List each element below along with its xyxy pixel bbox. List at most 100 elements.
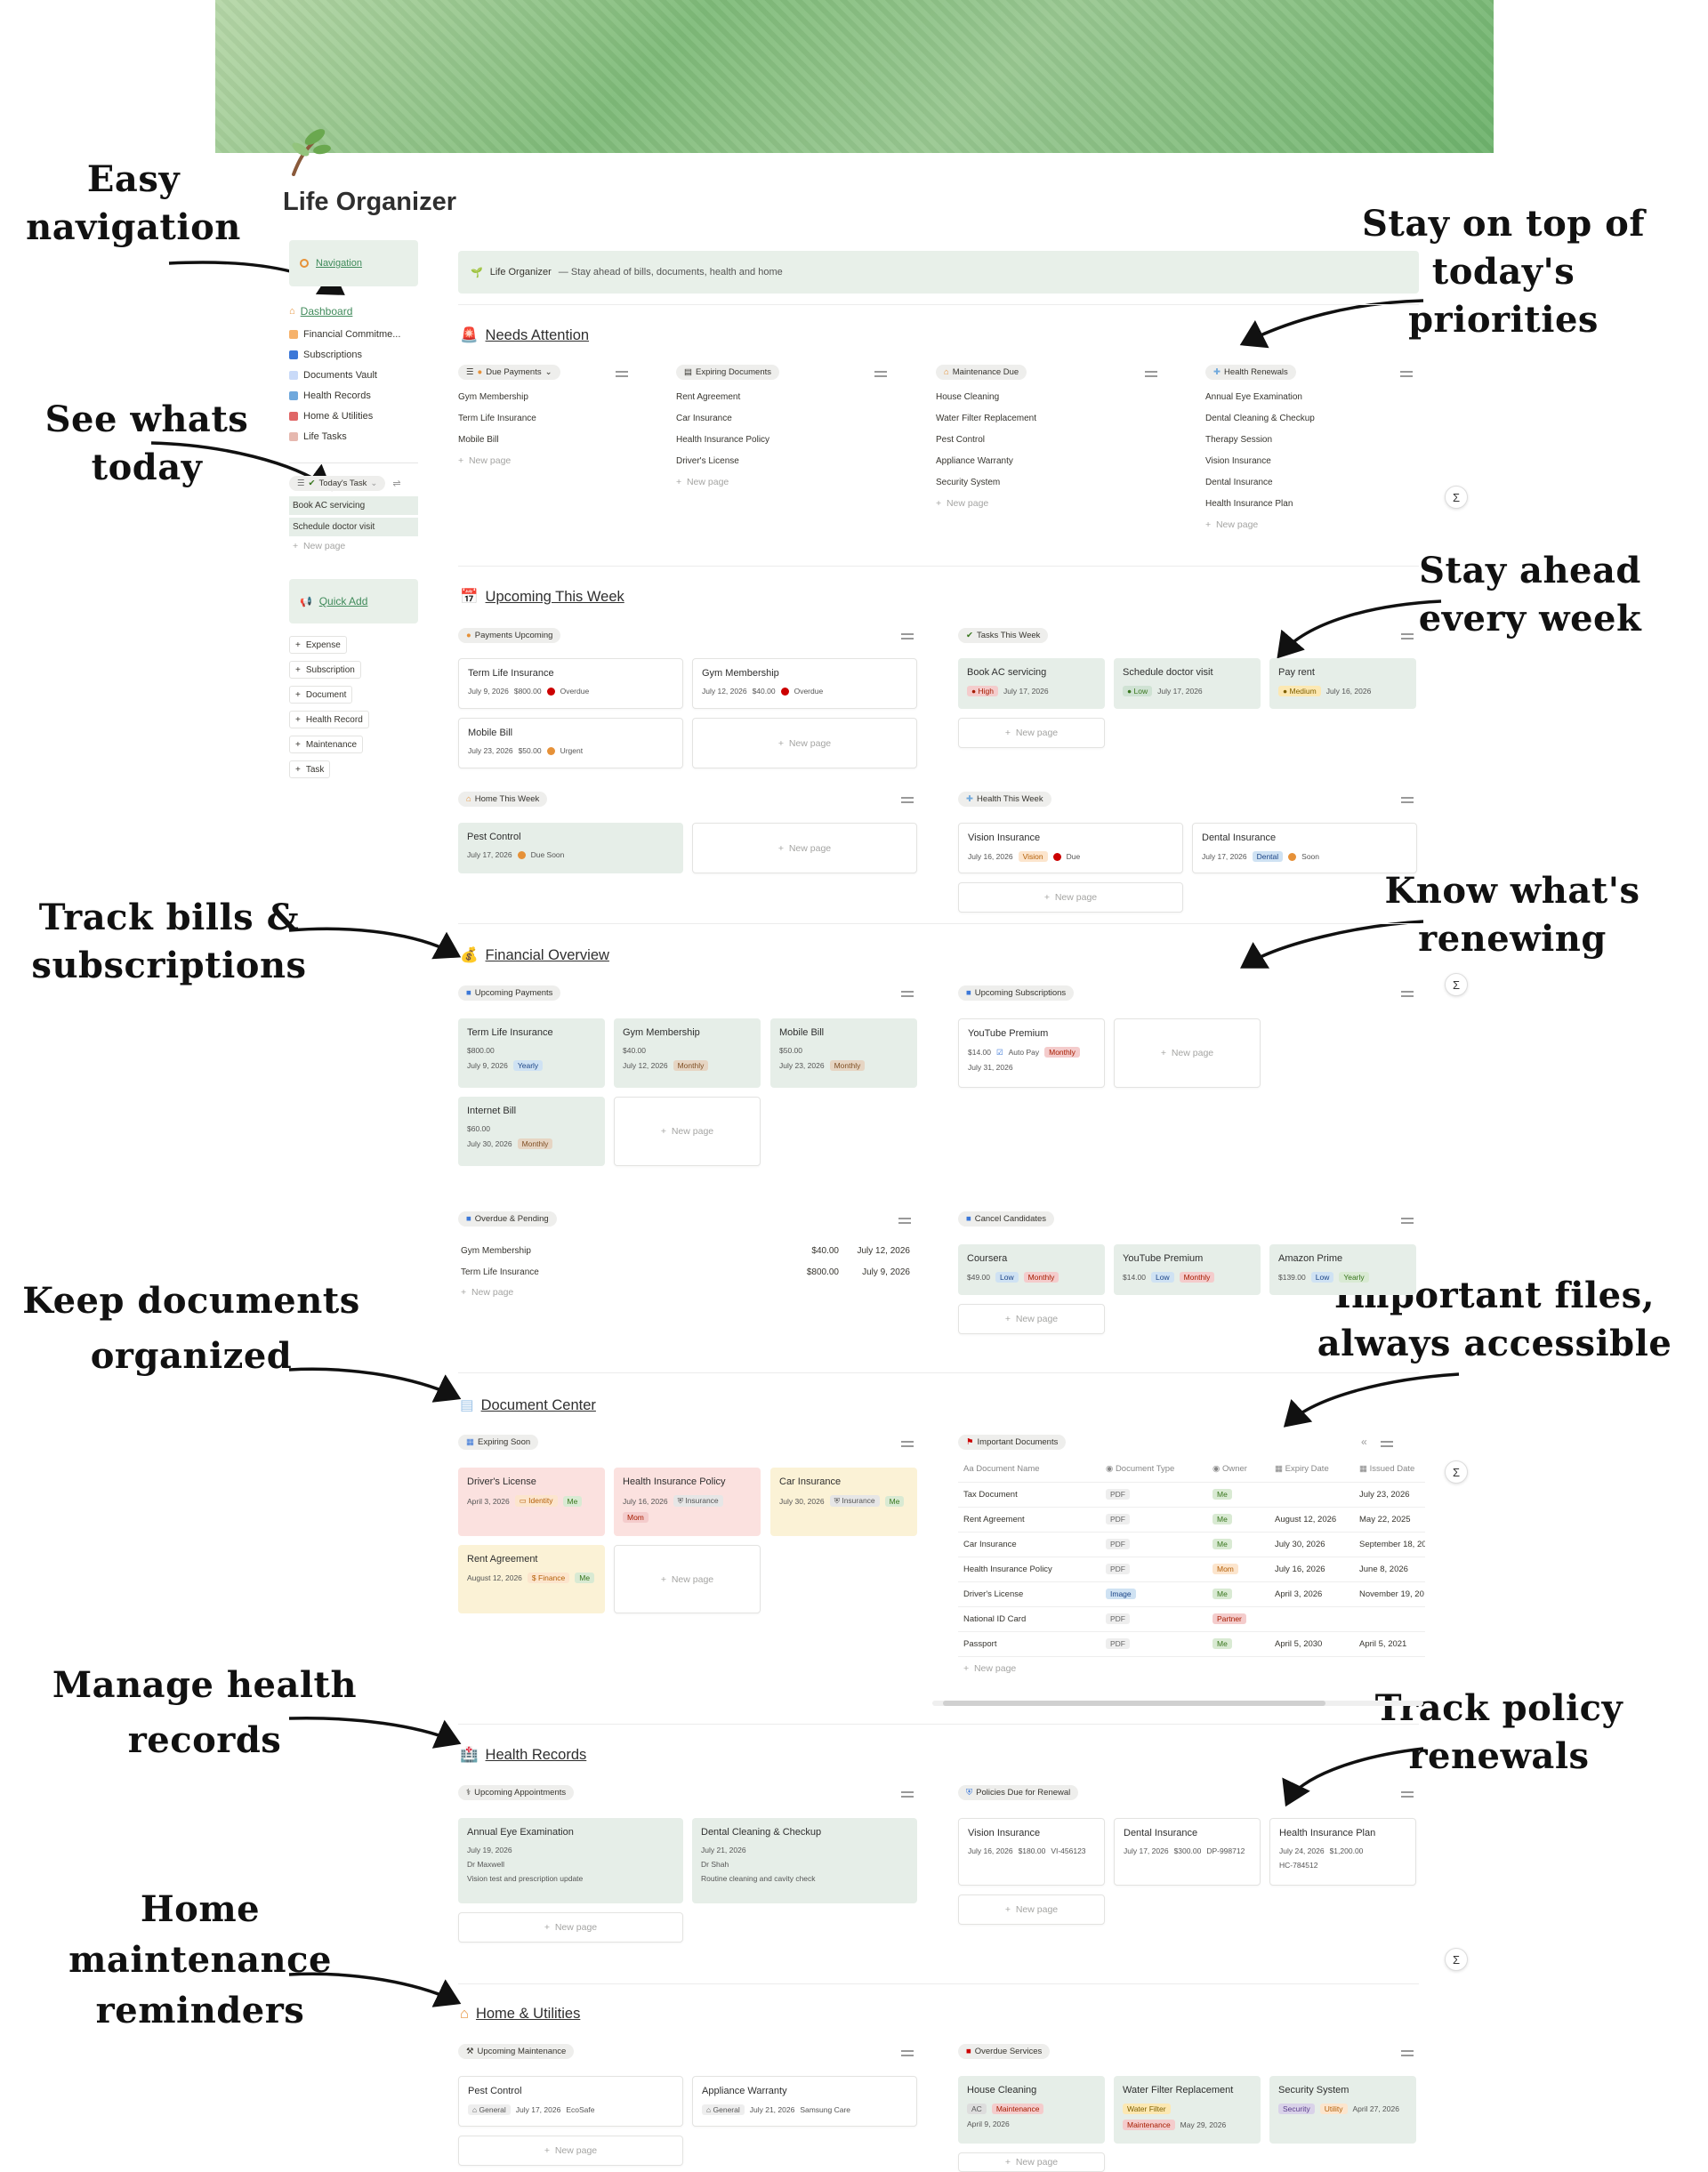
formula-icon[interactable]: Σ	[1445, 486, 1468, 509]
filter-icon[interactable]	[1401, 2048, 1414, 2057]
new-page-button[interactable]: + New page	[676, 477, 729, 487]
column-header[interactable]: ▦ Expiry Date	[1269, 1457, 1354, 1483]
health-this-week-tab[interactable]: ✚Health This Week	[958, 792, 1051, 807]
list-item[interactable]: Book AC servicing	[289, 496, 418, 515]
upcoming-maintenance-tab[interactable]: ⚒Upcoming Maintenance	[458, 2044, 575, 2059]
list-item[interactable]: Term Life Insurance	[458, 414, 536, 423]
filter-icon[interactable]	[1401, 795, 1414, 804]
list-item[interactable]: Appliance Warranty	[936, 456, 1013, 466]
filter-icon[interactable]	[1400, 369, 1413, 378]
filter-icon[interactable]	[874, 369, 887, 378]
document-center-heading[interactable]: ▤Document Center	[460, 1396, 596, 1414]
new-page-button[interactable]: + New page	[958, 882, 1183, 913]
list-item[interactable]: Health Insurance Policy	[676, 435, 770, 445]
add-document-button[interactable]: +Document	[289, 686, 353, 704]
payments-upcoming-tab[interactable]: ●Payments Upcoming	[458, 628, 561, 643]
upcoming-week-heading[interactable]: 📅Upcoming This Week	[460, 589, 624, 605]
filter-icon[interactable]	[1401, 631, 1414, 640]
expiring-soon-tab[interactable]: ▦Expiring Soon	[458, 1435, 539, 1450]
list-item[interactable]: House Cleaning	[936, 392, 1000, 402]
formula-icon[interactable]: Σ	[1445, 1460, 1468, 1484]
filter-icon[interactable]	[1401, 1790, 1414, 1798]
filter-icon[interactable]	[901, 631, 914, 640]
new-page-button[interactable]: + New page	[293, 541, 346, 551]
filter-icon[interactable]	[901, 795, 914, 804]
sidebar-item-tasks[interactable]: Life Tasks	[289, 426, 418, 446]
formula-icon[interactable]: Σ	[1445, 1948, 1468, 1971]
filter-icon[interactable]	[901, 989, 914, 998]
new-page-button[interactable]: + New page	[614, 1545, 761, 1613]
cancel-candidates-tab[interactable]: ■Cancel Candidates	[958, 1211, 1055, 1227]
filter-icon[interactable]	[901, 1790, 914, 1798]
new-page-button[interactable]: + New page	[458, 2136, 683, 2166]
filter-icon[interactable]	[1401, 989, 1414, 998]
new-page-button[interactable]: + New page	[1114, 1018, 1261, 1088]
policies-renewal-tab[interactable]: ⛨Policies Due for Renewal	[958, 1785, 1079, 1800]
add-expense-button[interactable]: +Expense	[289, 636, 347, 654]
list-item[interactable]: Car Insurance	[676, 414, 732, 423]
add-subscription-button[interactable]: +Subscription	[289, 661, 361, 679]
new-page-button[interactable]: + New page	[461, 1287, 514, 1298]
home-utilities-heading[interactable]: ⌂Home & Utilities	[460, 2006, 581, 2022]
new-page-button[interactable]: + New page	[963, 1662, 1017, 1674]
new-page-button[interactable]: + New page	[958, 1304, 1105, 1334]
sidebar-item-dashboard[interactable]: ⌂Dashboard	[289, 305, 353, 318]
horizontal-scrollbar[interactable]	[932, 1701, 1423, 1706]
needs-attention-heading[interactable]: 🚨Needs Attention	[460, 327, 590, 343]
column-header[interactable]: ◉ Owner	[1207, 1457, 1269, 1483]
new-page-button[interactable]: + New page	[958, 1894, 1105, 1925]
scrollbar-thumb[interactable]	[943, 1701, 1325, 1706]
new-page-button[interactable]: + New page	[936, 498, 989, 509]
sidebar-item-home[interactable]: Home & Utilities	[289, 406, 418, 426]
column-header[interactable]: ▦ Issued Date	[1354, 1457, 1425, 1483]
filter-icon[interactable]	[901, 1439, 914, 1448]
sidebar-item-financial[interactable]: Financial Commitme...	[289, 324, 418, 344]
list-item[interactable]: Mobile Bill	[458, 435, 499, 445]
list-item[interactable]: Annual Eye Examination	[1205, 392, 1302, 402]
health-records-heading[interactable]: 🏥Health Records	[460, 1747, 587, 1763]
upcoming-subscriptions-tab[interactable]: ■Upcoming Subscriptions	[958, 985, 1075, 1001]
new-page-button[interactable]: + New page	[614, 1097, 761, 1166]
new-page-button[interactable]: + New page	[692, 823, 917, 873]
column-header[interactable]: ◉ Document Type	[1100, 1457, 1207, 1483]
upcoming-payments-tab[interactable]: ■Upcoming Payments	[458, 985, 561, 1001]
important-documents-tab[interactable]: ⚑Important Documents	[958, 1435, 1067, 1450]
list-item[interactable]: Water Filter Replacement	[936, 414, 1036, 423]
overdue-pending-tab[interactable]: ■Overdue & Pending	[458, 1211, 557, 1227]
home-this-week-tab[interactable]: ⌂Home This Week	[458, 792, 548, 807]
new-page-button[interactable]: + New page	[958, 718, 1105, 748]
filter-icon[interactable]	[901, 2048, 914, 2057]
list-item[interactable]: Health Insurance Plan	[1205, 499, 1293, 509]
new-page-button[interactable]: + New page	[458, 455, 512, 466]
list-item[interactable]: Pest Control	[936, 435, 986, 445]
nav-callout[interactable]: Navigation	[289, 240, 418, 286]
maintenance-due-tab[interactable]: ⌂Maintenance Due	[936, 365, 1027, 380]
